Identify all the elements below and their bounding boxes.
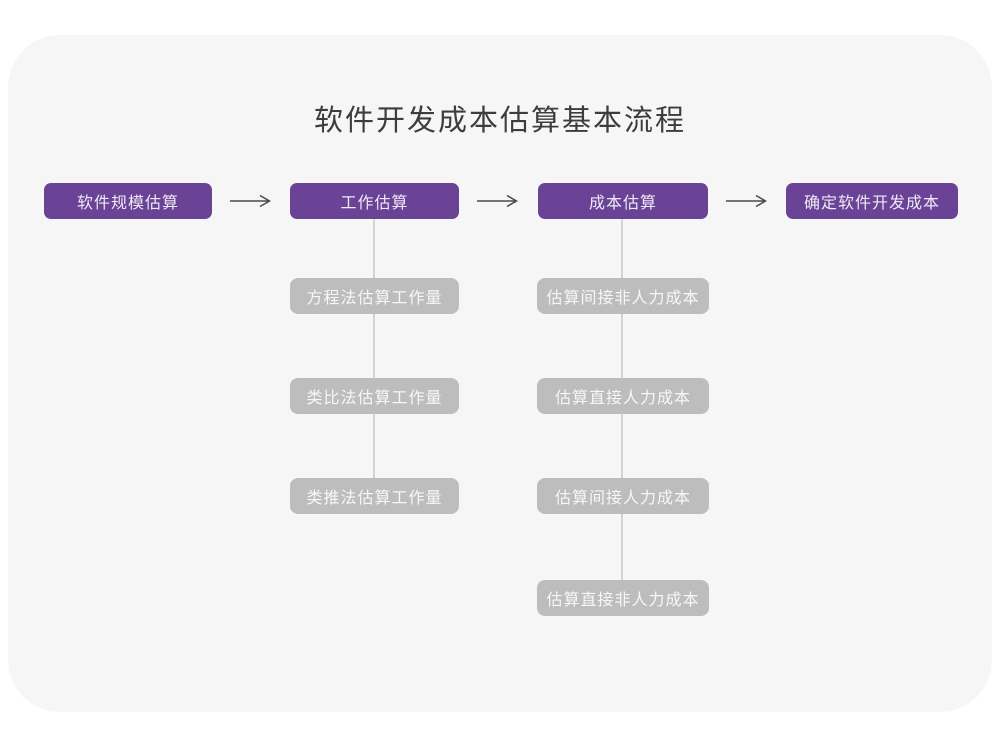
right-arrow-icon [230,194,271,208]
right-arrow-icon [477,194,518,208]
child-node-analogy-method: 类推法估算工作量 [290,478,459,514]
connector-line-work-estimation [373,219,375,496]
stage-node-determine-development-cost: 确定软件开发成本 [786,183,958,219]
right-arrow-icon [726,194,767,208]
stage-node-work-estimation: 工作估算 [290,183,459,219]
child-node-indirect-nonlabor-cost: 估算间接非人力成本 [537,278,709,314]
stage-node-cost-estimation: 成本估算 [538,183,708,219]
child-node-indirect-labor-cost: 估算间接人力成本 [537,478,709,514]
page-title: 软件开发成本估算基本流程 [313,105,686,137]
child-node-equation-method: 方程法估算工作量 [290,278,459,314]
flowchart-card [8,35,992,712]
child-node-direct-nonlabor-cost: 估算直接非人力成本 [537,580,709,616]
child-node-comparison-method: 类比法估算工作量 [290,378,459,414]
child-node-direct-labor-cost: 估算直接人力成本 [537,378,709,414]
stage-node-software-scale-estimation: 软件规模估算 [44,183,212,219]
